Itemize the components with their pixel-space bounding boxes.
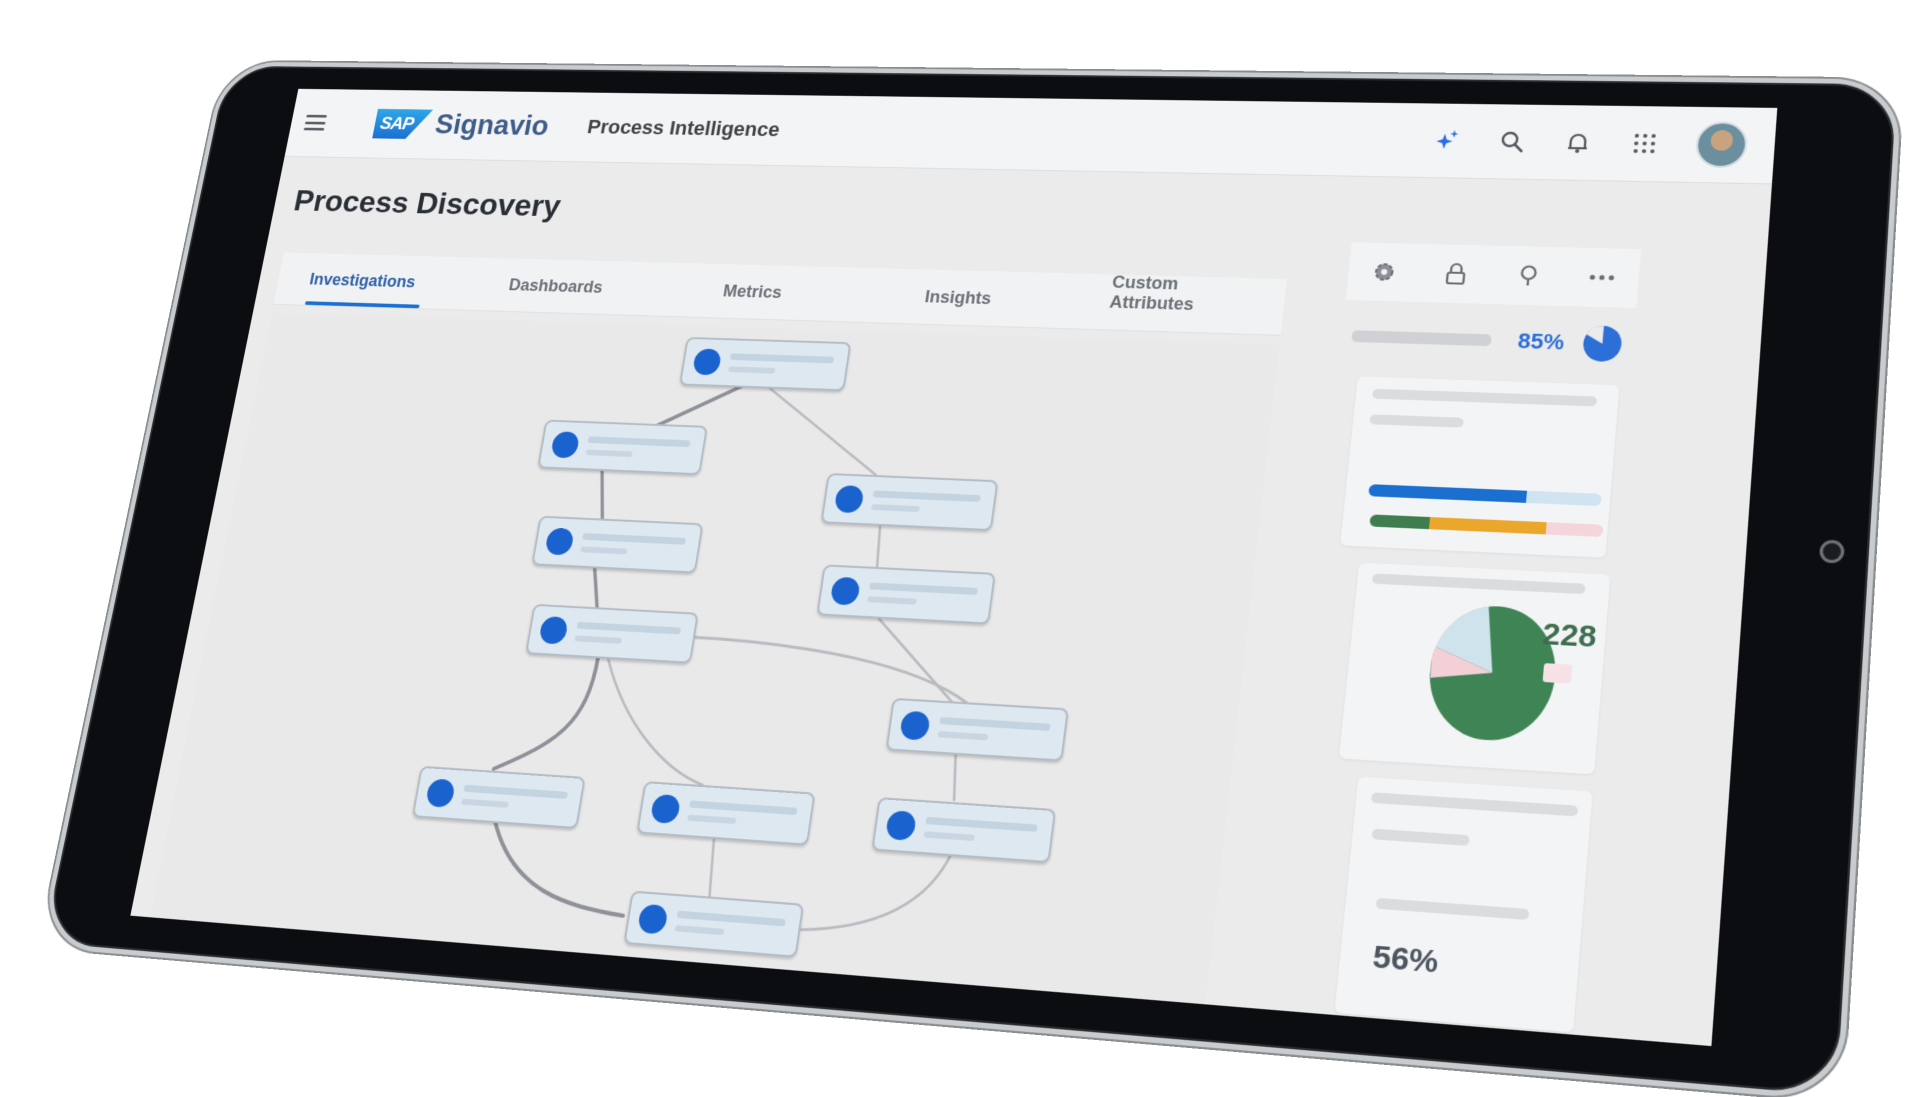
process-graph-canvas[interactable] [147, 313, 1280, 1022]
lightbulb-icon[interactable] [1512, 261, 1546, 291]
activity-dot [650, 794, 681, 824]
activity-dot [538, 616, 569, 645]
kpi-label-placeholder [1351, 330, 1491, 346]
sap-badge: SAP [372, 109, 433, 139]
activity-dot [544, 528, 574, 556]
activity-dot [425, 778, 456, 807]
tab-custom-attributes[interactable]: Custom Attributes [1071, 272, 1287, 335]
process-node[interactable] [886, 698, 1069, 762]
process-node[interactable] [531, 516, 703, 574]
process-node[interactable] [537, 420, 708, 476]
card-title-placeholder [1371, 792, 1578, 816]
bar-chart-card[interactable] [1340, 376, 1619, 557]
search-icon[interactable] [1495, 127, 1528, 156]
process-node[interactable] [820, 473, 998, 531]
pie-total-value: 228 [1541, 617, 1598, 655]
tab-dashboards[interactable]: Dashboards [472, 275, 637, 315]
card-title-placeholder [1372, 389, 1597, 407]
activity-dot [830, 577, 861, 606]
progress-pie-icon [1579, 321, 1625, 366]
page-title: Process Discovery [291, 184, 563, 224]
kpi-progress-value: 85% [1517, 328, 1566, 355]
kpi-label-placeholder [1375, 898, 1529, 920]
card-title-placeholder [1372, 573, 1586, 594]
settings-gear-icon[interactable] [1367, 257, 1401, 287]
activity-dot [834, 485, 865, 513]
pie-secondary-value-placeholder [1543, 663, 1573, 683]
menu-hamburger-icon[interactable] [304, 115, 328, 131]
bottom-kpi-value: 56% [1371, 939, 1440, 981]
activity-dot [550, 431, 580, 458]
process-node[interactable] [679, 337, 851, 391]
view-actions-toolbar [1345, 242, 1641, 308]
process-node[interactable] [525, 604, 699, 664]
brand-name: Signavio [433, 109, 552, 142]
tab-insights[interactable]: Insights [887, 286, 1027, 327]
card-subtitle-placeholder [1372, 829, 1470, 846]
blue-progress-bar [1368, 484, 1602, 506]
tab-investigations[interactable]: Investigations [274, 269, 449, 309]
app-screen: SAP Signavio Process Intelligence [130, 89, 1777, 1046]
activity-dot [885, 810, 917, 841]
pie-chart-card[interactable]: 228 [1339, 563, 1610, 775]
lock-icon[interactable] [1439, 259, 1473, 289]
activity-dot [899, 711, 931, 741]
process-node[interactable] [816, 564, 996, 624]
insights-side-panel: 85% [1268, 308, 1636, 1046]
bell-icon[interactable] [1561, 128, 1595, 157]
app-grid-icon[interactable] [1628, 129, 1662, 158]
activity-dot [637, 904, 669, 935]
sap-signavio-logo[interactable]: SAP Signavio [372, 108, 551, 142]
activity-dot [692, 348, 722, 375]
shell-actions [1429, 118, 1749, 169]
product-title: Process Intelligence [586, 115, 782, 141]
tab-metrics[interactable]: Metrics [686, 281, 817, 321]
stage: SAP Signavio Process Intelligence [0, 0, 1920, 1044]
user-avatar[interactable] [1694, 121, 1748, 168]
more-options-icon[interactable] [1585, 262, 1619, 292]
card-subtitle-placeholder [1369, 414, 1464, 427]
stacked-status-bar [1369, 514, 1603, 537]
shell-bar: SAP Signavio Process Intelligence [285, 89, 1778, 185]
kpi-card[interactable]: 56% [1334, 777, 1592, 1033]
kpi-progress-row: 85% [1339, 308, 1636, 374]
tablet-frame: SAP Signavio Process Intelligence [38, 62, 1903, 1097]
tablet-camera [1819, 540, 1845, 564]
joule-sparkle-icon[interactable] [1430, 126, 1463, 155]
